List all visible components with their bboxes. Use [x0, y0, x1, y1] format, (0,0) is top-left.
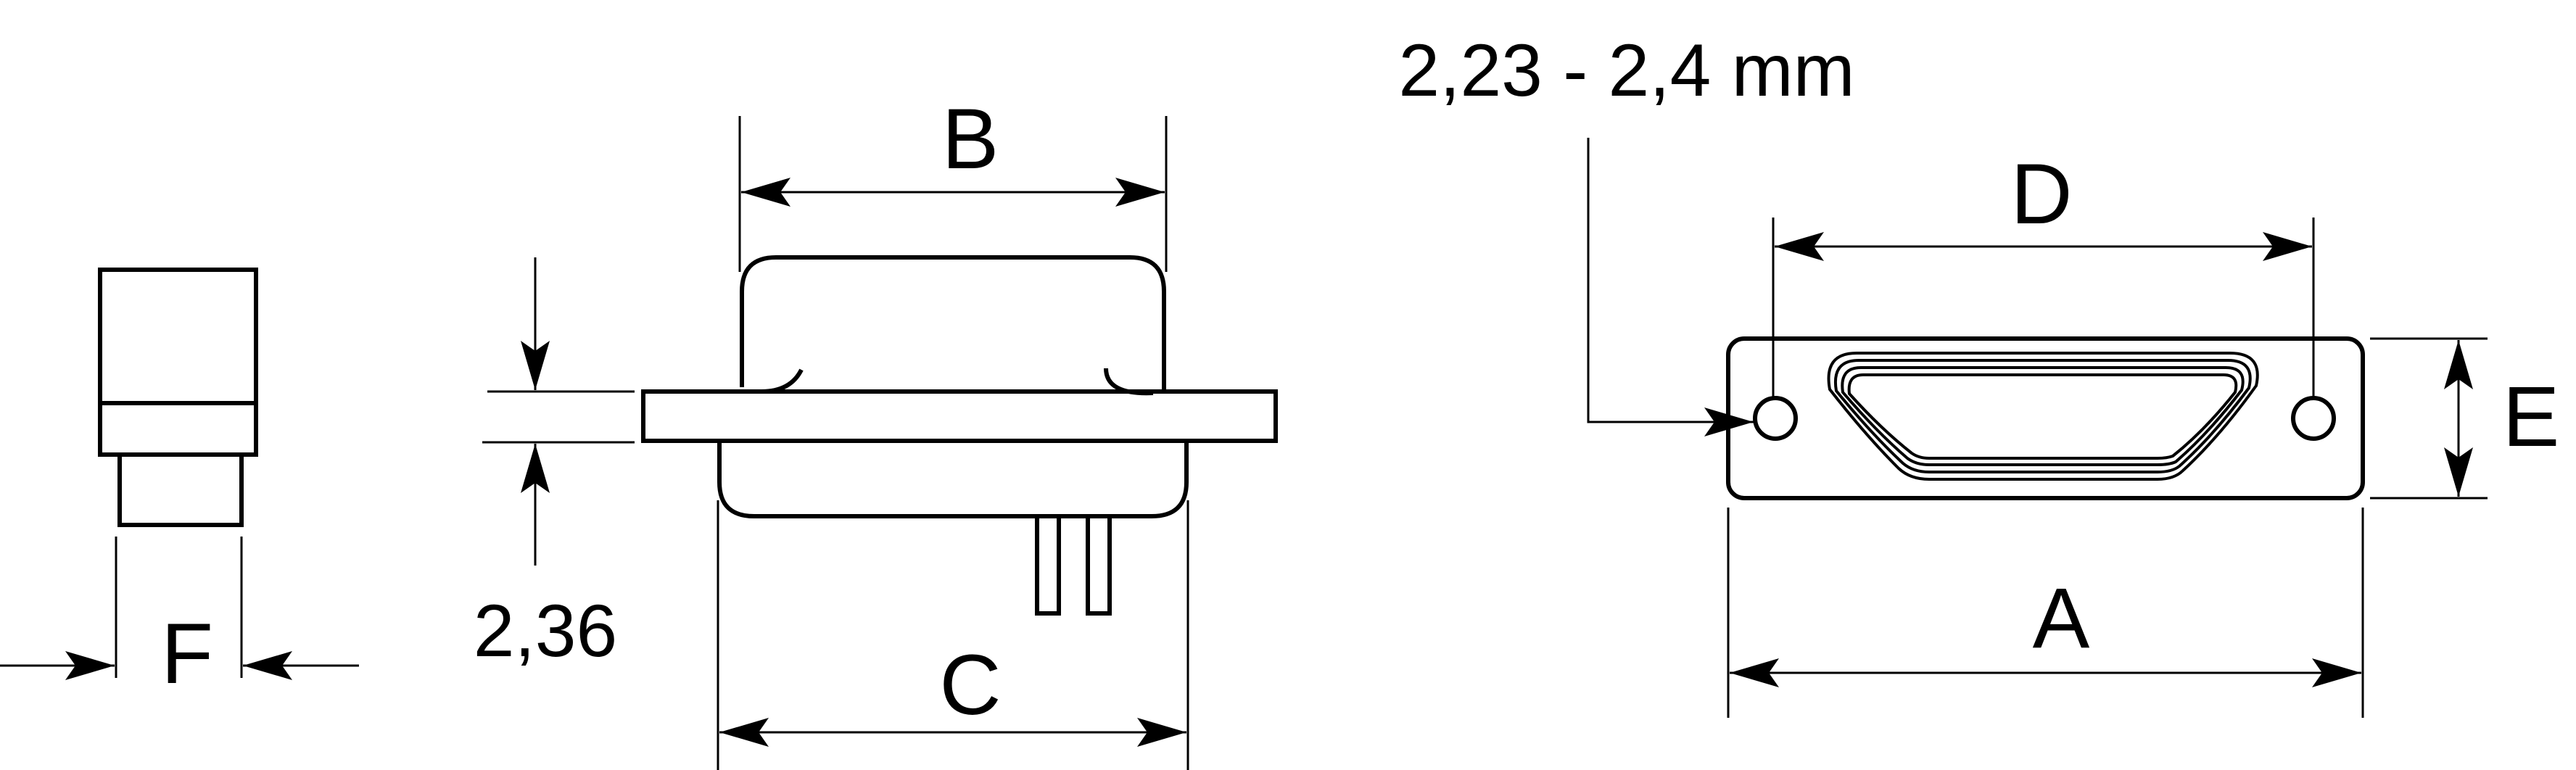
front-view-pin-1: [1035, 514, 1061, 616]
side-view-pin-block: [117, 452, 244, 527]
face-view-dshell-1: [1827, 352, 2259, 481]
face-view-hole-left: [1753, 396, 1798, 441]
front-view-shell: [740, 255, 1166, 393]
front-view: B C 2,36: [474, 91, 1278, 770]
side-view-body: [98, 268, 258, 457]
label-a: A: [2033, 571, 2090, 666]
label-b: B: [942, 91, 999, 187]
label-thickness: 2,36: [474, 589, 618, 672]
side-view: F: [0, 268, 359, 702]
face-view: D A E 2,23 - 2,4 mm: [1398, 29, 2559, 718]
front-view-flange: [641, 389, 1278, 443]
face-view-dshell-2: [1834, 359, 2252, 473]
label-e: E: [2503, 369, 2560, 465]
face-view-dshell-3: [1841, 366, 2245, 466]
face-view-flange: [1726, 336, 2365, 500]
front-view-pin-2: [1086, 514, 1112, 616]
dim-hole-leader: [1587, 138, 1754, 436]
front-view-shell-curl-left: [761, 368, 804, 394]
face-view-hole-right: [2291, 396, 2336, 441]
label-hole-diameter: 2,23 - 2,4 mm: [1398, 29, 1854, 112]
label-f: F: [161, 606, 213, 702]
face-view-dshell-4: [1847, 373, 2238, 460]
label-c: C: [939, 637, 1001, 733]
front-view-lower-body: [717, 441, 1189, 518]
label-d: D: [2010, 146, 2072, 242]
